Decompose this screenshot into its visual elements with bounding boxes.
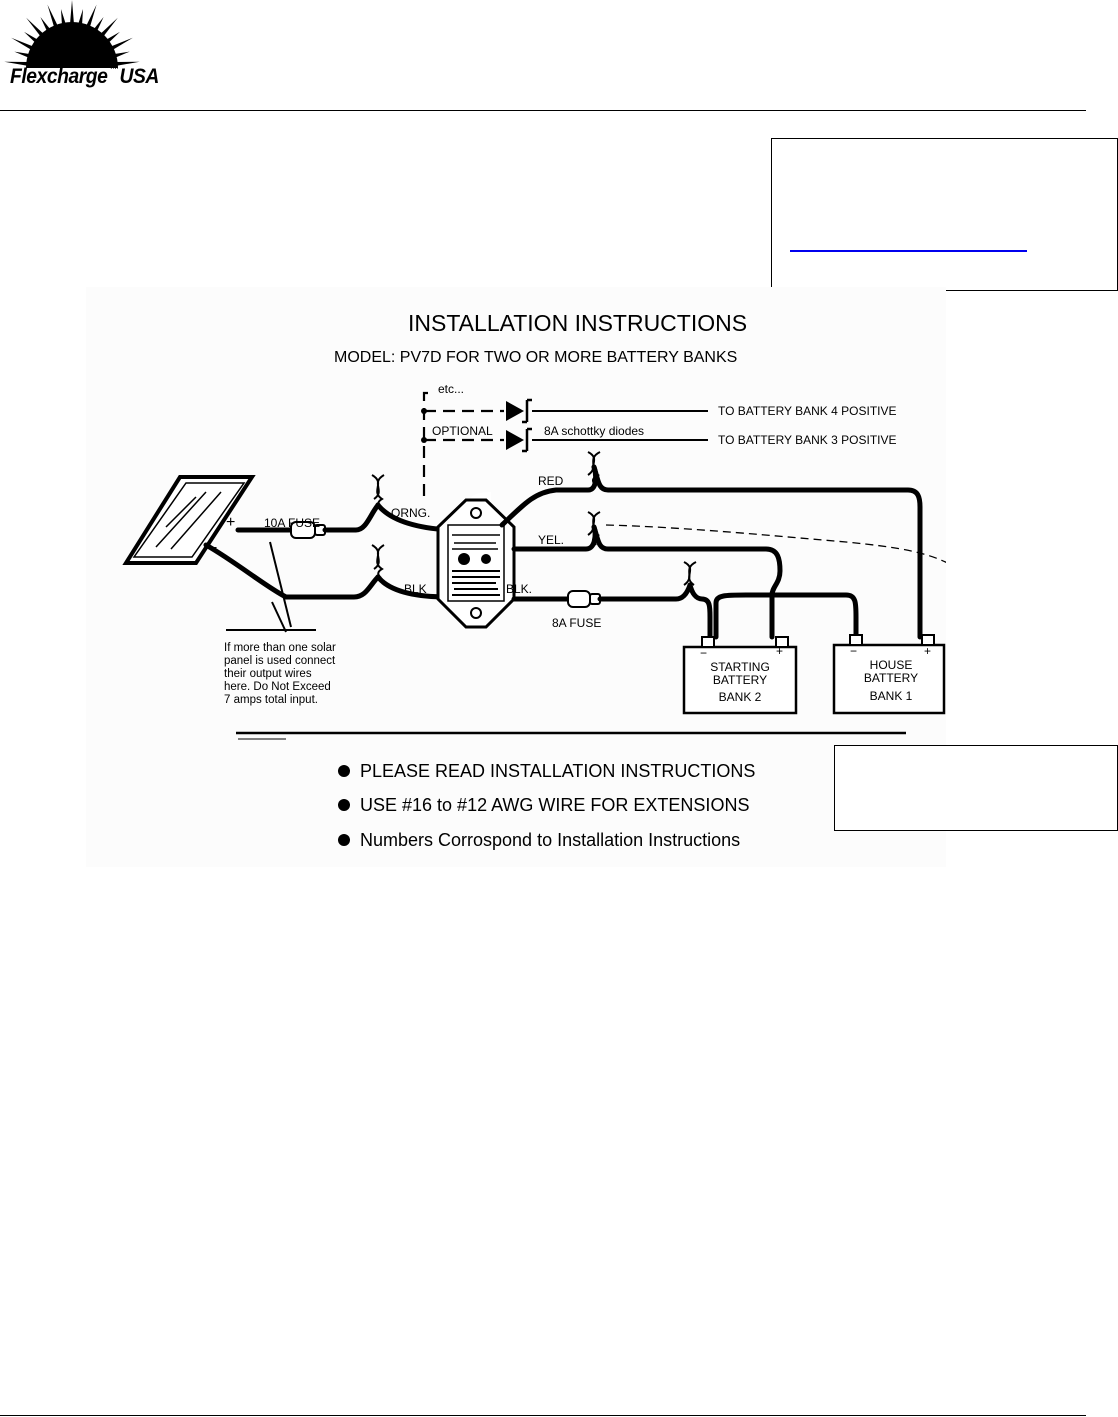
diagram-title: INSTALLATION INSTRUCTIONS (408, 310, 747, 336)
bank4-label: TO BATTERY BANK 4 POSITIVE (718, 404, 897, 418)
sun-ray (115, 61, 140, 66)
sunburst-icon (4, 0, 140, 68)
sun-ray (100, 17, 118, 37)
bullet-dot (338, 834, 350, 846)
brand-region: USA (119, 65, 159, 88)
battery2-plus: + (776, 644, 783, 658)
battery1-line3: BANK 1 (870, 689, 913, 703)
bullet-dot (338, 799, 350, 811)
website-link[interactable] (790, 250, 1027, 252)
sun-ray (4, 61, 29, 66)
note-line-4: here. Do Not Exceed (224, 681, 331, 693)
sun-ray (70, 0, 74, 25)
trademark-mark: TM (109, 64, 118, 71)
battery1-line2: BATTERY (864, 671, 918, 685)
wiring-diagram: INSTALLATION INSTRUCTIONS MODEL: PV7D FO… (86, 287, 1002, 867)
battery1-minus: − (850, 644, 857, 658)
bank3-label: TO BATTERY BANK 3 POSITIVE (718, 433, 897, 447)
panel-plus-label: + (226, 514, 235, 531)
info-callout-box (771, 138, 1118, 291)
bullet-dot (338, 765, 350, 777)
sun-ray (47, 4, 58, 28)
battery2-line1: STARTING (710, 660, 770, 674)
footer-rule (0, 1415, 1086, 1416)
orng-label: ORNG. (391, 506, 430, 520)
note-line-3: their output wires (224, 668, 312, 680)
sun-ray (26, 17, 44, 37)
sun-ray (14, 51, 31, 58)
diode-3-icon (506, 430, 524, 450)
sun-ray (60, 9, 66, 26)
header-rule (0, 110, 1086, 111)
battery1-plus: + (924, 644, 931, 658)
optional-branch-wire (422, 391, 432, 496)
callout-box-lower (834, 745, 1118, 831)
diodes-label: 8A schottky diodes (544, 424, 644, 438)
bullet-1: PLEASE READ INSTALLATION INSTRUCTIONS (360, 761, 755, 781)
blk-right-label: BLK. (506, 582, 532, 596)
fuse-8a-icon (567, 590, 601, 608)
sun-ray (93, 16, 104, 32)
house-battery-icon (832, 634, 946, 715)
battery2-minus: − (700, 646, 707, 660)
sun-ray (40, 16, 51, 32)
starting-battery-icon (682, 636, 798, 715)
sun-ray (113, 51, 130, 58)
sun-ray (11, 37, 34, 51)
brand-name: Flexcharge (10, 65, 108, 88)
diode-4-icon (506, 401, 524, 421)
optional-label: OPTIONAL (432, 424, 493, 438)
solar-panel-icon (122, 475, 256, 565)
diagram-subtitle: MODEL: PV7D FOR TWO OR MORE BATTERY BANK… (334, 349, 737, 366)
blk-left-label: BLK (404, 582, 427, 596)
yel-label: YEL. (538, 533, 564, 547)
note-line-2: panel is used connect (224, 655, 336, 667)
sun-ray (86, 4, 97, 28)
battery1-line1: HOUSE (870, 658, 913, 672)
note-line-5: 7 amps total input. (224, 694, 318, 706)
bullet-2: USE #16 to #12 AWG WIRE FOR EXTENSIONS (360, 795, 749, 815)
sun-ray (110, 37, 133, 51)
sun-ray (105, 31, 120, 44)
wiring-diagram-svg: INSTALLATION INSTRUCTIONS MODEL: PV7D FO… (122, 310, 1002, 850)
fuse8-label: 8A FUSE (552, 616, 601, 630)
sun-ray (24, 31, 39, 44)
battery2-line3: BANK 2 (719, 690, 762, 704)
fuse10-label: 10A FUSE (264, 516, 320, 530)
battery2-line2: BATTERY (713, 673, 767, 687)
charge-controller-icon (436, 492, 516, 629)
red-label: RED (538, 474, 564, 488)
etc-label: etc... (438, 382, 464, 396)
note-line-1: If more than one solar (224, 642, 336, 654)
bullet-3: Numbers Corrospond to Installation Instr… (360, 830, 740, 850)
sun-ray (78, 9, 84, 26)
